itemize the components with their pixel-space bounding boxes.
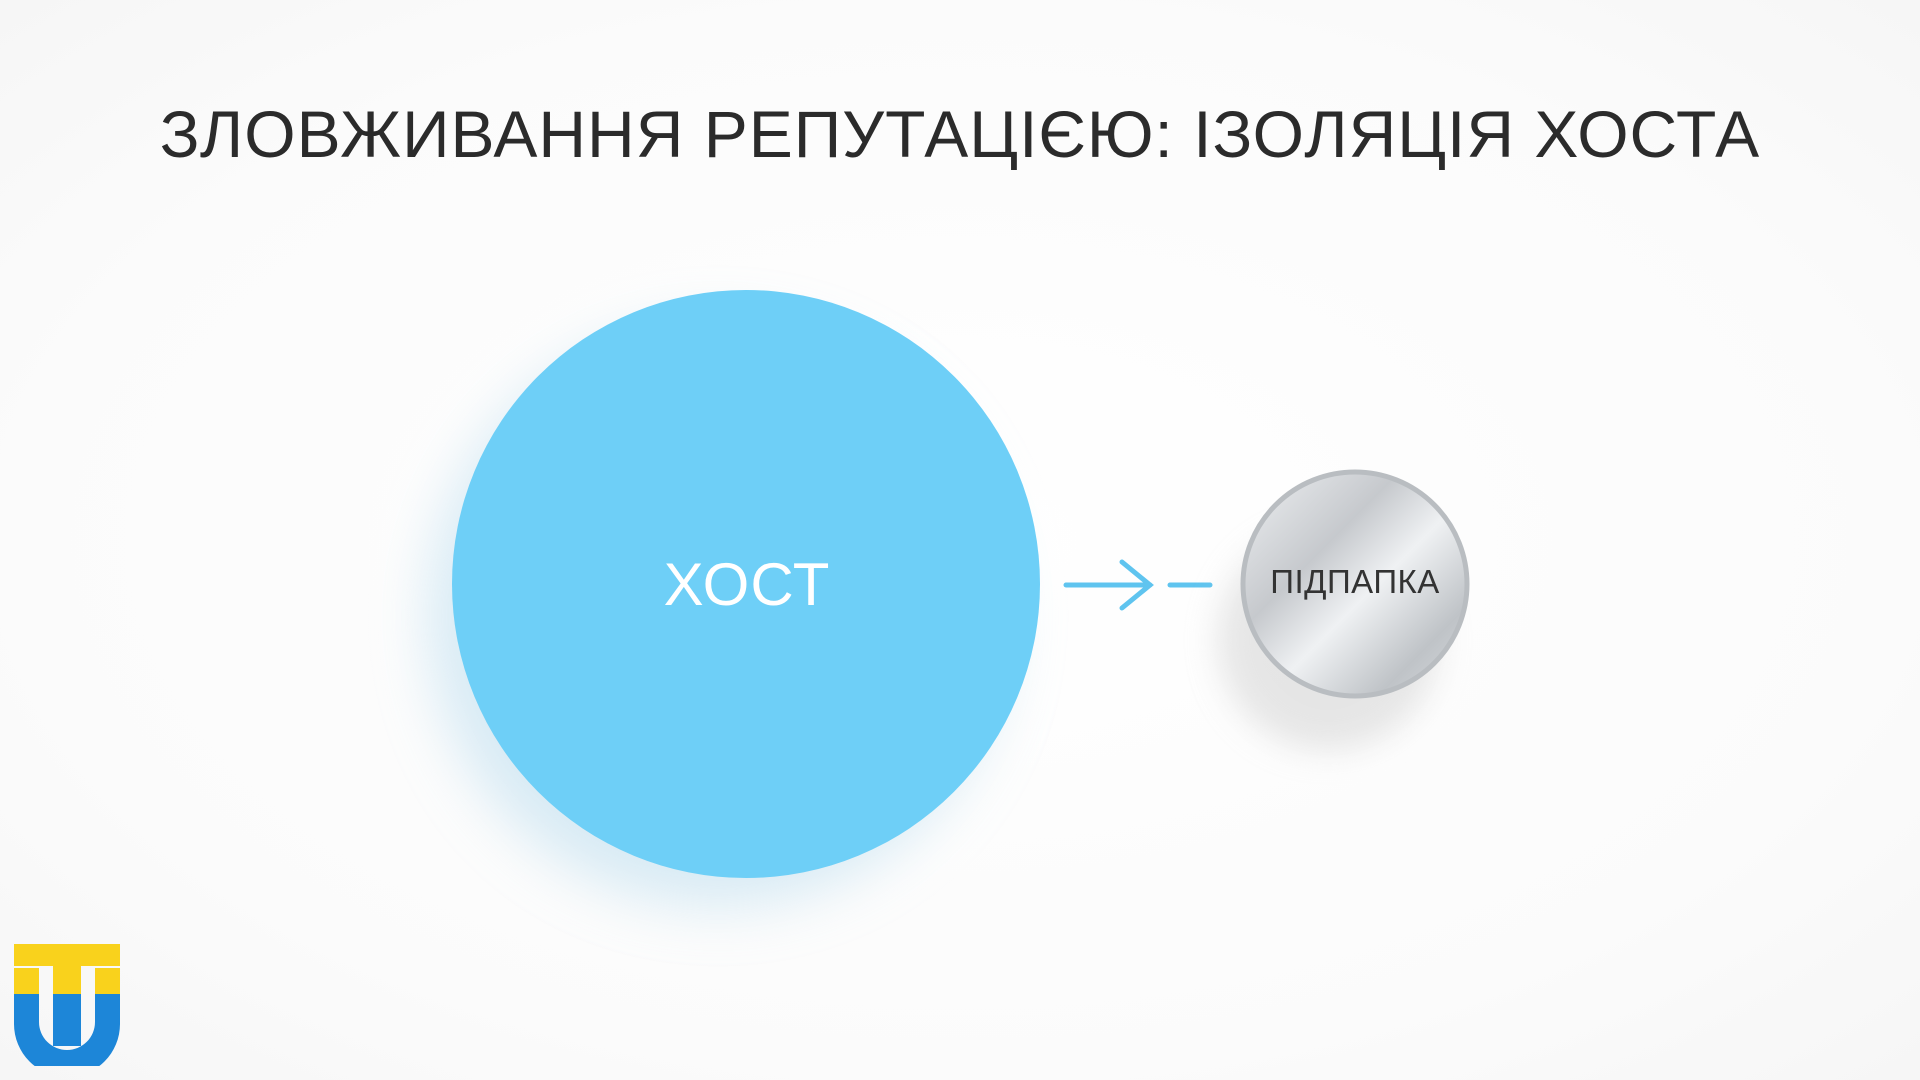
subfolder-node: [1240, 469, 1470, 699]
subfolder-node-label: ПІДПАПКА: [1270, 563, 1440, 600]
tu-logo-icon: [14, 944, 120, 1066]
connector-arrow: [1063, 559, 1154, 611]
host-node: [452, 290, 1040, 878]
slide-title: ЗЛОВЖИВАННЯ РЕПУТАЦІЄЮ: ІЗОЛЯЦІЯ ХОСТА: [159, 97, 1761, 171]
host-node-label: ХОСТ: [663, 551, 831, 618]
